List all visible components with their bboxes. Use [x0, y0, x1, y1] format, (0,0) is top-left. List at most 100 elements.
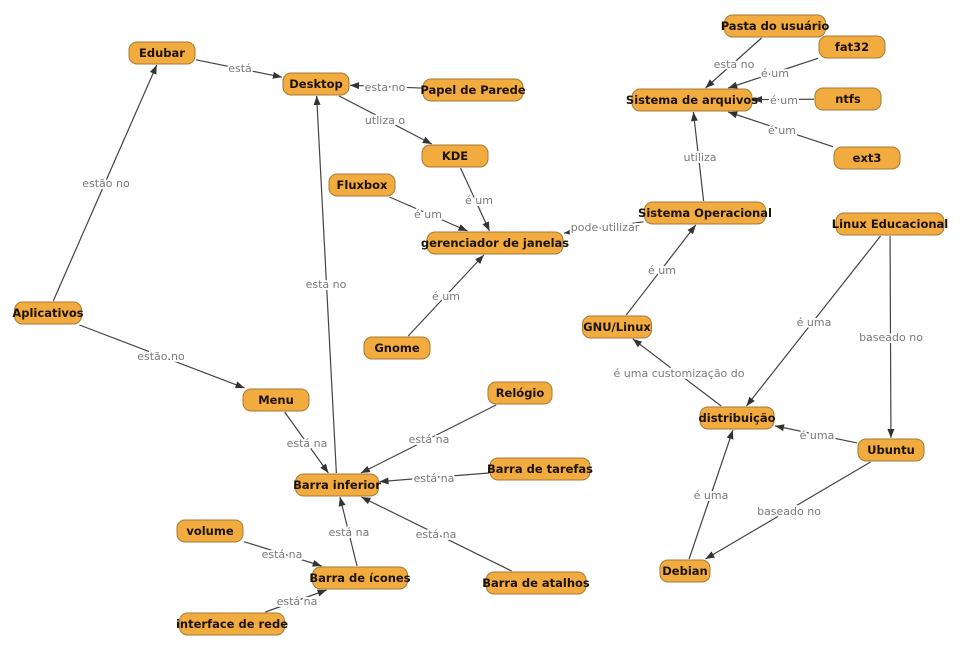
- arrowhead-icon: [272, 71, 282, 79]
- link-line: [349, 84, 423, 89]
- link-distribuicao-gnulinux: [632, 338, 722, 407]
- concept-box[interactable]: [857, 438, 925, 462]
- concept-label: interface de rede: [176, 617, 288, 631]
- concept-relogio[interactable]: Relógio: [487, 381, 553, 405]
- link-label: é uma: [694, 489, 729, 502]
- link-ubuntu-debian: [705, 461, 871, 560]
- concept-box[interactable]: [814, 87, 882, 111]
- concept-box[interactable]: [644, 201, 766, 225]
- link-line: [361, 496, 512, 572]
- arrowhead-icon: [379, 477, 389, 485]
- concept-gerenciador[interactable]: gerenciador de janelas: [421, 231, 569, 255]
- concept-box[interactable]: [176, 519, 244, 543]
- concept-box[interactable]: [282, 72, 350, 96]
- arrowhead-icon: [775, 424, 785, 432]
- concept-box[interactable]: [582, 315, 652, 339]
- concept-tarefas[interactable]: Barra de tarefas: [487, 457, 593, 481]
- concept-fluxbox[interactable]: Fluxbox: [328, 173, 396, 197]
- link-ubuntu-distribuicao: [774, 424, 858, 444]
- concept-distribuicao[interactable]: distribuição: [699, 406, 776, 430]
- concept-label: distribuição: [699, 411, 776, 425]
- concept-volume[interactable]: volume: [176, 519, 244, 543]
- concept-box[interactable]: [489, 457, 591, 481]
- concept-ntfs[interactable]: ntfs: [814, 87, 882, 111]
- concept-fat32[interactable]: fat32: [818, 35, 886, 59]
- concept-label: Barra de ícones: [309, 571, 410, 585]
- link-label: está na: [277, 595, 318, 608]
- link-linuxed-ubuntu: [887, 235, 895, 439]
- concept-box[interactable]: [833, 146, 901, 170]
- arrowhead-icon: [753, 96, 763, 104]
- concept-rede[interactable]: interface de rede: [176, 612, 288, 636]
- link-rede-icones: [265, 589, 327, 613]
- concept-box[interactable]: [422, 78, 524, 102]
- concept-menu[interactable]: Menu: [242, 388, 310, 412]
- link-line: [360, 404, 497, 474]
- concept-icones[interactable]: Barra de ícones: [309, 566, 411, 590]
- concept-ubuntu[interactable]: Ubuntu: [857, 438, 925, 462]
- link-sistop-gerenciador: [563, 221, 644, 236]
- concept-box[interactable]: [631, 88, 753, 112]
- concept-sistarq[interactable]: Sistema de arquivos: [626, 88, 758, 112]
- concept-box[interactable]: [363, 336, 431, 360]
- concept-label: Aplicativos: [12, 306, 83, 320]
- link-label: baseado no: [859, 331, 923, 344]
- concept-label: Papel de Parede: [420, 83, 525, 97]
- concept-linuxed[interactable]: Linux Educacional: [832, 212, 948, 236]
- concept-box[interactable]: [724, 14, 826, 38]
- arrowhead-icon: [728, 111, 738, 119]
- concept-ext3[interactable]: ext3: [833, 146, 901, 170]
- concept-box[interactable]: [328, 173, 396, 197]
- concept-label: Barra de atalhos: [482, 576, 590, 590]
- concept-box[interactable]: [818, 35, 886, 59]
- concept-edubar[interactable]: Edubar: [128, 41, 196, 65]
- link-label: está: [228, 62, 252, 75]
- concept-atalhos[interactable]: Barra de atalhos: [482, 571, 590, 595]
- concept-box[interactable]: [421, 144, 489, 168]
- concept-box[interactable]: [487, 381, 553, 405]
- concept-box[interactable]: [659, 559, 711, 583]
- concept-box[interactable]: [485, 571, 587, 595]
- concept-box[interactable]: [295, 473, 379, 497]
- concept-box[interactable]: [699, 406, 775, 430]
- concept-kde[interactable]: KDE: [421, 144, 489, 168]
- concept-label: Sistema de arquivos: [626, 93, 758, 107]
- concept-debian[interactable]: Debian: [659, 559, 711, 583]
- concept-box[interactable]: [312, 566, 408, 590]
- concept-papel[interactable]: Papel de Parede: [420, 78, 526, 102]
- link-menu-inferior: [284, 411, 329, 474]
- arrowhead-icon: [726, 430, 734, 440]
- arrowhead-icon: [338, 497, 346, 507]
- link-label: esta no: [714, 58, 755, 71]
- concept-box[interactable]: [835, 212, 945, 236]
- link-line: [389, 196, 468, 232]
- arrowhead-icon: [313, 96, 321, 106]
- concept-box[interactable]: [14, 301, 82, 325]
- link-tarefas-inferior: [379, 472, 490, 485]
- link-label: é um: [648, 264, 676, 277]
- concept-sistop[interactable]: Sistema Operacional: [638, 201, 772, 225]
- concept-box[interactable]: [179, 612, 285, 636]
- concept-gnome[interactable]: Gnome: [363, 336, 431, 360]
- concept-box[interactable]: [426, 231, 564, 255]
- link-label: está na: [287, 437, 328, 450]
- concept-gnulinux[interactable]: GNU/Linux: [582, 315, 652, 339]
- concept-box[interactable]: [242, 388, 310, 412]
- arrowhead-icon: [422, 136, 432, 144]
- link-pasta-sistarq: [705, 37, 762, 89]
- link-label: é um: [432, 290, 460, 303]
- link-aplicativos-edubar: [52, 64, 158, 302]
- link-sistop-sistarq: [690, 111, 705, 202]
- link-label: é um: [414, 208, 442, 221]
- link-label: está na: [414, 472, 455, 485]
- concept-aplicativos[interactable]: Aplicativos: [12, 301, 84, 325]
- concept-inferior[interactable]: Barra inferior: [293, 473, 381, 497]
- concept-pasta[interactable]: Pasta do usuário: [721, 14, 830, 38]
- concept-label: Edubar: [139, 46, 185, 60]
- concept-desktop[interactable]: Desktop: [282, 72, 350, 96]
- concept-label: ext3: [853, 151, 882, 165]
- link-line: [728, 111, 834, 148]
- concept-box[interactable]: [128, 41, 196, 65]
